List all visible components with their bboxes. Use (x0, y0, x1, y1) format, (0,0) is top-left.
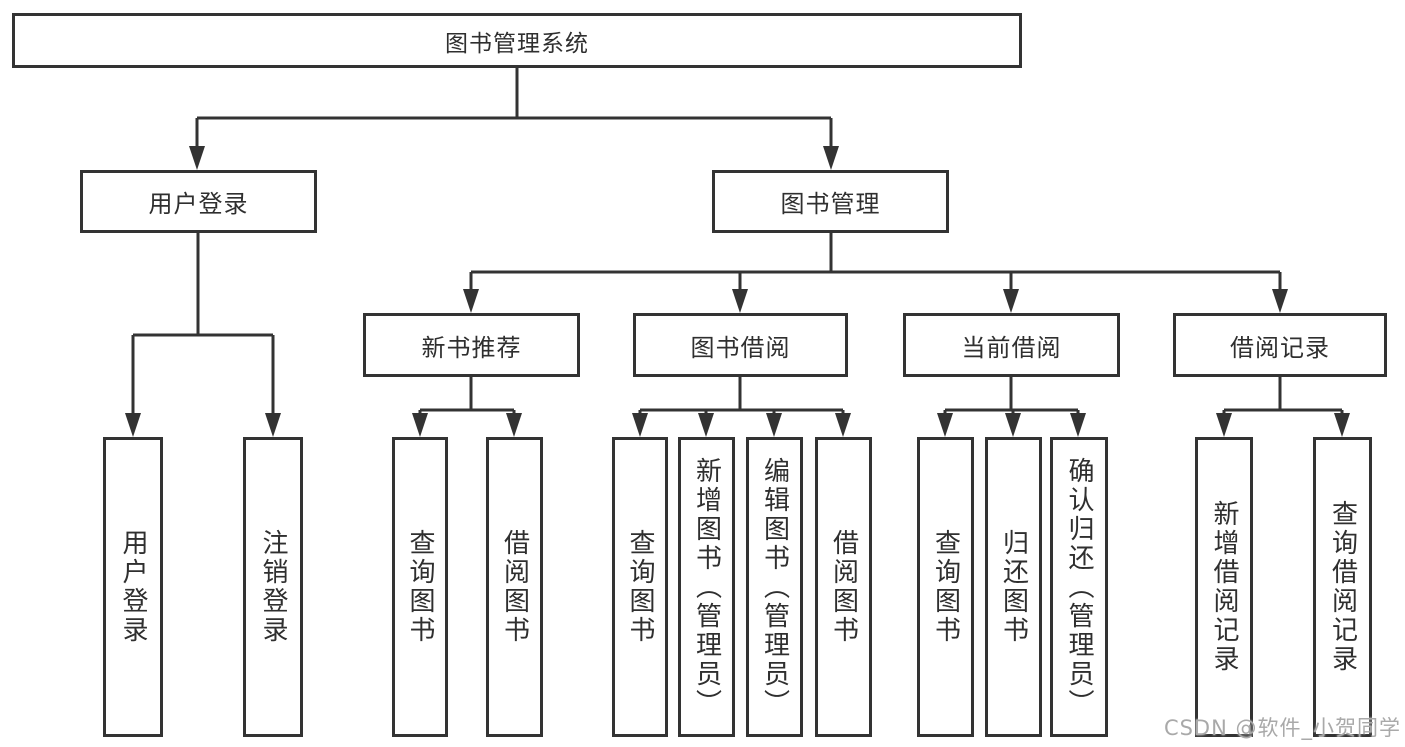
leaf-label: 查询图书 (930, 529, 961, 645)
leaf-label: 借阅图书 (828, 529, 859, 645)
leaf-label: 新增借阅记录 (1209, 500, 1239, 674)
leaf-borrow-books: 借阅图书 (486, 437, 543, 737)
leaf-label: 查询图书 (405, 529, 435, 645)
leaf-label: 用户登录 (118, 529, 148, 645)
leaf-return-books: 归还图书 (985, 437, 1042, 737)
leaf-query-books: 查询图书 (917, 437, 974, 737)
arrowheads (125, 146, 1350, 437)
leaf-add-books-admin: 新增图书（管理员） (678, 437, 735, 737)
leaf-user-login: 用户登录 (103, 437, 163, 737)
node-book-borrow: 图书借阅 (633, 313, 848, 377)
leaf-query-books: 查询图书 (392, 437, 448, 737)
node-new-book-recommend: 新书推荐 (363, 313, 580, 377)
leaf-label: 注销登录 (258, 529, 288, 645)
leaf-logout: 注销登录 (243, 437, 303, 737)
node-label: 图书管理 (780, 190, 881, 218)
leaf-add-borrow-record: 新增借阅记录 (1195, 437, 1253, 737)
node-borrow-records: 借阅记录 (1173, 313, 1387, 377)
node-label: 图书借阅 (690, 333, 791, 362)
leaf-edit-books-admin: 编辑图书（管理员） (746, 437, 803, 737)
node-user-login: 用户登录 (80, 170, 317, 233)
node-label: 借阅记录 (1230, 333, 1330, 362)
leaf-query-borrow-record: 查询借阅记录 (1313, 437, 1372, 737)
node-label: 新书推荐 (421, 333, 522, 362)
leaf-label: 借阅图书 (499, 529, 530, 645)
node-current-borrow: 当前借阅 (903, 313, 1120, 377)
node-label: 用户登录 (148, 190, 249, 218)
leaf-label: 编辑图书（管理员） (759, 456, 790, 718)
leaf-label: 查询借阅记录 (1327, 500, 1358, 674)
leaf-label: 确认归还（管理员） (1064, 456, 1094, 718)
leaf-label: 新增图书（管理员） (691, 456, 722, 718)
csdn-watermark: CSDN @软件_小贺同学 (1163, 716, 1401, 740)
leaf-borrow-books: 借阅图书 (815, 437, 872, 737)
node-library-management-system: 图书管理系统 (12, 13, 1022, 68)
node-label: 图书管理系统 (445, 30, 589, 57)
node-label: 当前借阅 (961, 333, 1062, 362)
connector-strokes (131, 68, 1344, 416)
leaf-confirm-return-admin: 确认归还（管理员） (1050, 437, 1108, 737)
leaf-query-books: 查询图书 (612, 437, 668, 737)
node-book-management: 图书管理 (712, 170, 949, 233)
leaf-label: 查询图书 (625, 529, 655, 645)
leaf-label: 归还图书 (998, 529, 1029, 645)
